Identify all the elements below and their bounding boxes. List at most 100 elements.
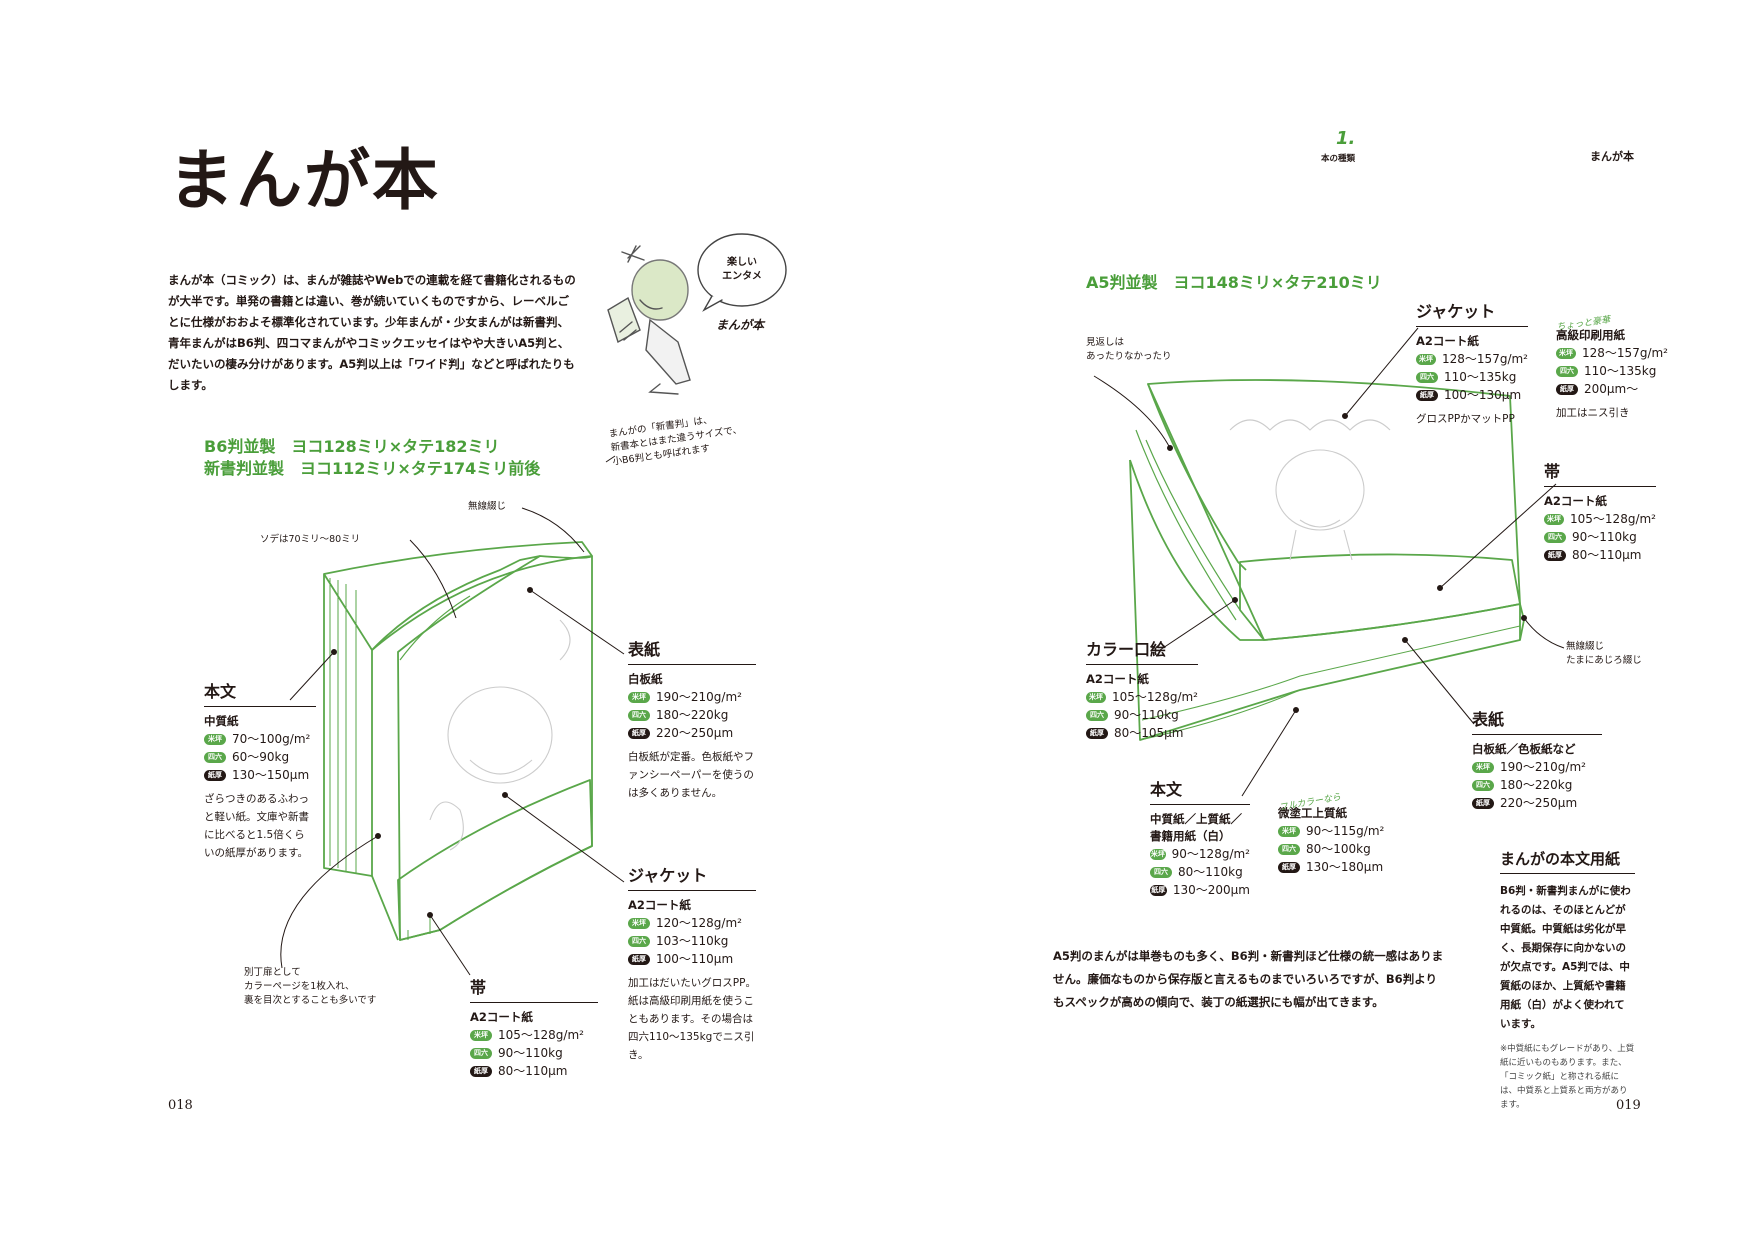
chapter-number: 1. <box>1336 128 1356 149</box>
section-label: ジャケット <box>1416 298 1528 327</box>
badge-tsubo: 米坪 <box>628 691 650 703</box>
paper-name: A2コート紙 <box>628 898 691 912</box>
badge-atsu: 紙厚 <box>628 953 650 965</box>
a5-leader-lines <box>1093 327 1565 797</box>
insert-line-3: 裏を目次とすることも多いです <box>244 995 377 1006</box>
page-title: まんが本 <box>168 142 440 219</box>
badge-tsubo: 米坪 <box>1472 761 1494 773</box>
badge-atsu: 紙厚 <box>1086 727 1108 739</box>
badge-tsubo: 米坪 <box>1086 691 1107 703</box>
paper-name: 微塗工上質紙 <box>1278 806 1347 820</box>
spec-value: 110〜135kg <box>1444 370 1517 384</box>
badge-shiroku: 四六 <box>1416 371 1438 383</box>
paper-name: A2コート紙 <box>1416 334 1479 348</box>
section-note: 加工はだいたいグロスPP。紙は高級印刷用紙を使うこともあります。その場合は四六1… <box>628 977 756 1061</box>
section-label: 本文 <box>204 678 316 707</box>
section-note: 白板紙が定番。色板紙やファンシーペーパーを使うのは多くありません。 <box>628 751 754 799</box>
spec-value: 100〜110μm <box>656 952 734 966</box>
right-page-number: 019 <box>1616 1098 1641 1113</box>
badge-atsu: 紙厚 <box>1278 861 1300 873</box>
b6-heading: B6判並製 ヨコ128ミリ×タテ182ミリ 新書判並製 ヨコ112ミリ×タテ17… <box>204 436 540 480</box>
spec-row: 紙厚 100〜110μm <box>628 950 756 968</box>
insert-line-1: 別丁扉として <box>244 967 301 978</box>
b6-leader-lines <box>280 455 625 976</box>
section-label: ジャケット <box>628 862 756 891</box>
section-label: 帯 <box>470 974 598 1003</box>
spec-value: 220〜250μm <box>1500 796 1578 810</box>
paper-name-line-1: 中質紙／上質紙／ <box>1150 812 1242 826</box>
badge-atsu: 紙厚 <box>1544 549 1566 561</box>
mikaeshi-line-2: あったりなかったり <box>1086 351 1172 362</box>
badge-shiroku: 四六 <box>628 709 650 721</box>
a5-mikaeshi-label: 見返しは あったりなかったり <box>1086 336 1172 364</box>
insert-line-2: カラーページを1枚入れ、 <box>244 981 355 992</box>
speech-bubble-text: 楽しい エンタメ <box>714 256 770 284</box>
b6-insert-label: 別丁扉として カラーページを1枚入れ、 裏を目次とすることも多いです <box>244 966 376 1008</box>
spec-value: 90〜110kg <box>1114 708 1179 722</box>
bubble-line-1: 楽しい <box>727 257 757 268</box>
badge-atsu: 紙厚 <box>1416 389 1438 401</box>
badge-atsu: 紙厚 <box>470 1065 492 1077</box>
honbun-paper-sidebar: まんがの本文用紙 B6判・新書判まんがに使われるのは、そのほとんどが中質紙。中質… <box>1500 848 1635 1112</box>
a5-heading: A5判並製 ヨコ148ミリ×タテ210ミリ <box>1086 273 1382 292</box>
spec-value: 100〜130μm <box>1444 388 1522 402</box>
badge-tsubo: 米坪 <box>1416 353 1437 365</box>
a5-cover-sketch <box>1229 419 1391 561</box>
spec-value: 80〜110μm <box>498 1064 568 1078</box>
spec-row: 四六 90〜110kg <box>1086 706 1198 724</box>
spec-value: 120〜128g/m² <box>656 916 742 930</box>
spec-value: 110〜135kg <box>1584 364 1657 378</box>
spec-row: 紙厚 80〜105μm <box>1086 724 1198 742</box>
section-label: 帯 <box>1544 458 1656 487</box>
badge-tsubo: 米坪 <box>1556 347 1577 359</box>
badge-tsubo: 米坪 <box>1544 513 1565 525</box>
spec-value: 128〜157g/m² <box>1442 352 1528 366</box>
badge-shiroku: 四六 <box>1086 709 1108 721</box>
spec-value: 80〜110kg <box>1178 865 1243 879</box>
spec-row: 紙厚 100〜130μm <box>1416 386 1528 404</box>
paper-name: 白板紙／色板紙など <box>1472 742 1576 756</box>
badge-shiroku: 四六 <box>470 1047 492 1059</box>
badge-shiroku: 四六 <box>628 935 650 947</box>
sidebar-title: まんがの本文用紙 <box>1500 848 1635 874</box>
spec-row: 四六 110〜135kg <box>1416 368 1528 386</box>
spec-value: 80〜105μm <box>1114 726 1184 740</box>
chapter-label: 本の種類 <box>1321 154 1356 164</box>
b6-heading-line-1: B6判並製 ヨコ128ミリ×タテ182ミリ <box>204 437 500 456</box>
section-note: グロスPPかマットPP <box>1416 413 1515 425</box>
section-label: 本文 <box>1150 776 1250 805</box>
badge-atsu: 紙厚 <box>204 769 226 781</box>
badge-shiroku: 四六 <box>204 751 226 763</box>
paper-name: A2コート紙 <box>1086 672 1149 686</box>
spec-value: 130〜150μm <box>232 768 310 782</box>
section-note: ざらつきのあるふわっと軽い紙。文庫や新書に比べると1.5倍くらいの紙厚があります… <box>204 793 309 859</box>
illustration-caption: まんが本 <box>716 318 765 332</box>
mikaeshi-line-1: 見返しは <box>1086 337 1125 348</box>
badge-atsu: 紙厚 <box>628 727 650 739</box>
spec-value: 80〜110μm <box>1572 548 1642 562</box>
bubble-line-2: エンタメ <box>722 271 762 282</box>
sidebar-footnote: ※中質紙にもグレードがあり、上質紙に近いものもあります。また、「コミック紙」と称… <box>1500 1044 1635 1110</box>
spec-value: 190〜210g/m² <box>1500 760 1586 774</box>
badge-atsu: 紙厚 <box>1150 884 1167 896</box>
badge-tsubo: 米坪 <box>1150 848 1166 860</box>
spec-value: 105〜128g/m² <box>498 1028 584 1042</box>
